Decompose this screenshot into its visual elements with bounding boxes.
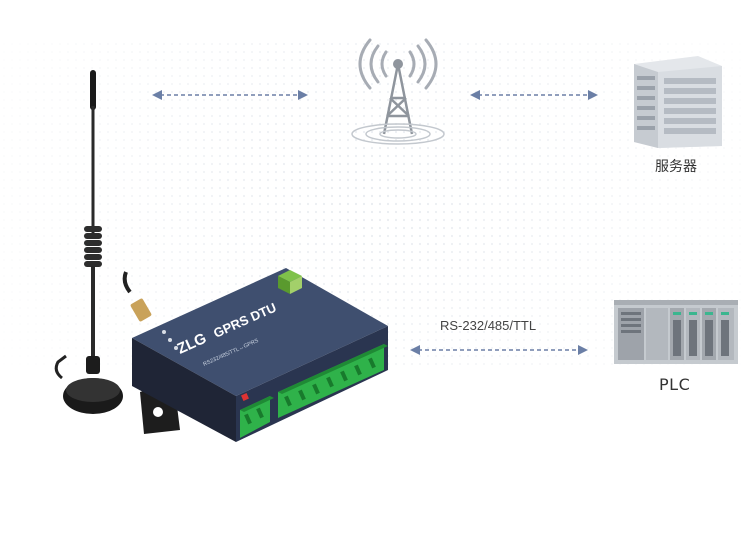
- server-rack-icon: [634, 56, 722, 148]
- dtu-device-icon: ZLG GPRS DTU RS232/485/TTL↔GPRS: [122, 268, 388, 442]
- wireless-link-left-arrow: [152, 90, 308, 100]
- server-label: 服务器: [655, 159, 697, 175]
- serial-link-label: RS-232/485/TTL: [440, 318, 537, 333]
- serial-link-arrow: [410, 345, 588, 355]
- wireless-link-right-arrow: [470, 90, 598, 100]
- plc-icon: [614, 300, 738, 364]
- antenna-icon: [54, 70, 123, 414]
- signal-tower-icon: [351, 38, 445, 145]
- plc-label: PLC: [659, 375, 691, 394]
